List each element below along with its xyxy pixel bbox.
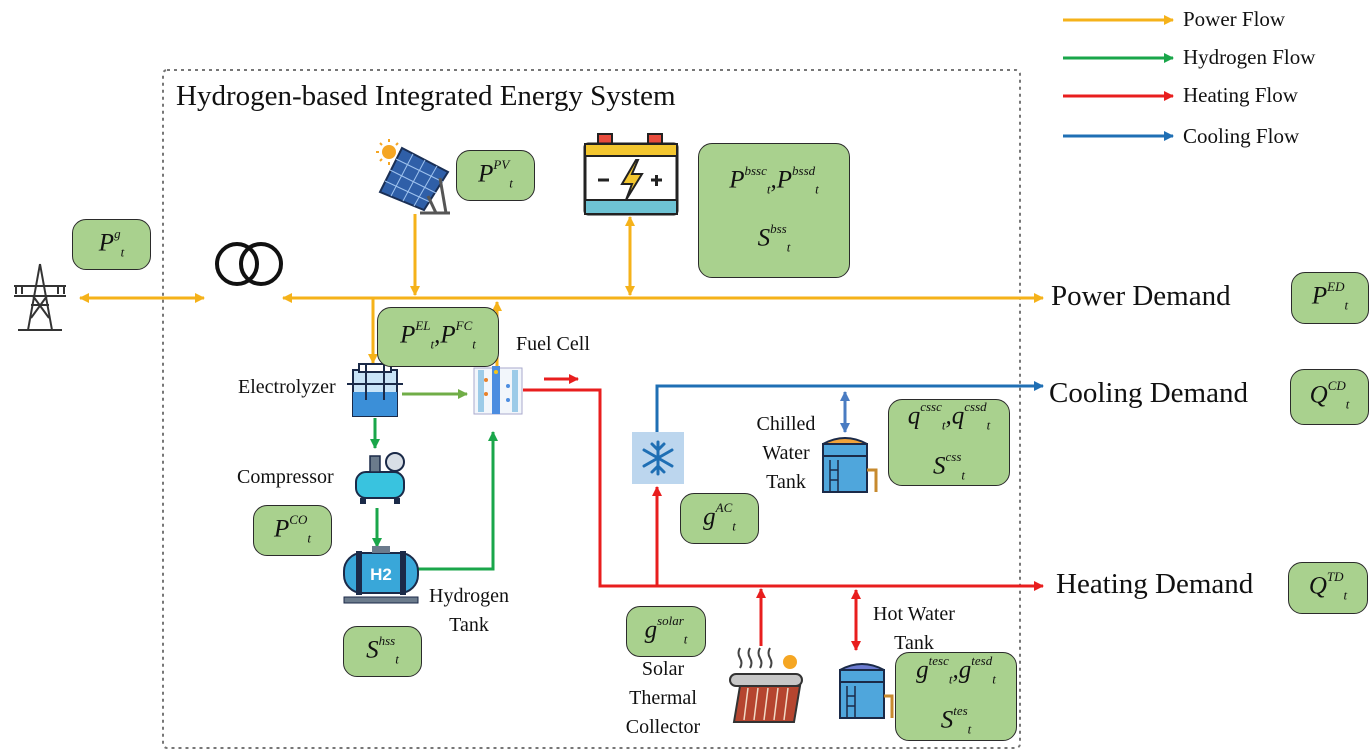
power-demand-label: Power Demand	[1051, 280, 1231, 312]
hydrogen-flow-lines	[370, 389, 498, 571]
heating-demand-symbol: QTDt	[1308, 569, 1348, 603]
solar-thermal-collector-icon	[729, 647, 803, 723]
legend-cooling-label: Cooling Flow	[1183, 124, 1300, 148]
grid-power-symbol: Pgt	[98, 225, 125, 260]
compressor-power-box: PCOt	[253, 505, 332, 556]
hot-water-tank-icon	[839, 663, 894, 719]
cooling-demand-label: Cooling Demand	[1049, 377, 1248, 409]
heating-demand-label: Heating Demand	[1056, 568, 1254, 600]
thermal-storage-box: gtesct,gtesdt Stest	[895, 652, 1017, 741]
solar-thermal-box: gsolart	[626, 606, 706, 657]
chilled-water-tank-icon	[822, 437, 878, 493]
system-boundary	[162, 69, 1021, 749]
cold-storage-box: qcssct,qcssdt Scsst	[888, 399, 1010, 486]
power-demand-symbol: PEDt	[1311, 279, 1349, 313]
thermal-storage-soc-symbol: Stest	[940, 702, 972, 736]
pv-power-box: PPVt	[456, 150, 535, 201]
legend-heating-label: Heating Flow	[1183, 83, 1298, 107]
solar-thermal-label-line2: Thermal	[629, 687, 697, 709]
tank-to-fuelcell-arrow	[418, 431, 498, 571]
cold-storage-charge-symbol: qcssct,qcssdt	[907, 399, 991, 433]
cooling-main-line	[655, 381, 1044, 432]
chilled-water-tank-label-line2: Water	[762, 442, 810, 464]
cold-storage-soc-symbol: Scsst	[932, 448, 965, 482]
battery-charge-discharge-symbol: Pbssct,Pbssdt	[729, 163, 819, 197]
transformer-icon	[215, 242, 283, 286]
hot-water-tank-label-line1: Hot Water	[873, 603, 955, 625]
solar-panel-icon	[376, 139, 450, 215]
power-grid-tower-icon	[14, 263, 66, 331]
chilled-water-tank-label-line1: Chilled	[756, 413, 816, 435]
battery-icon	[583, 133, 679, 216]
absorption-chiller-box: gACt	[680, 493, 759, 544]
cooling-flow-lines	[655, 381, 1044, 433]
hydrogen-tank-label-line1: Hydrogen	[429, 585, 509, 607]
legend-power-label: Power Flow	[1183, 7, 1286, 31]
legend-arrows	[1063, 15, 1174, 141]
solar-thermal-collector-label: Solar Thermal Collector	[612, 655, 714, 742]
heating-main-line	[523, 388, 1044, 591]
cooling-demand-symbol: QCDt	[1309, 378, 1350, 412]
grid-power-box: Pgt	[72, 219, 151, 270]
absorption-chiller-symbol: gACt	[703, 499, 736, 534]
compressor-power-symbol: PCOt	[274, 511, 311, 546]
cooling-demand-box: QCDt	[1290, 369, 1369, 425]
solar-thermal-symbol: gsolart	[644, 612, 688, 647]
hydrogen-tank-label: Hydrogen Tank	[420, 582, 518, 640]
absorption-chiller-icon	[632, 432, 684, 484]
heating-demand-box: QTDt	[1288, 562, 1368, 614]
solar-thermal-label-line3: Collector	[625, 716, 701, 738]
hydrogen-storage-box: Shsst	[343, 626, 422, 677]
solar-thermal-label-line1: Solar	[641, 658, 685, 680]
fuel-cell-label: Fuel Cell	[516, 333, 590, 355]
chilled-water-tank-label-line3: Tank	[766, 471, 806, 493]
chilled-water-tank-label: Chilled Water Tank	[744, 410, 828, 497]
electrolyzer-label: Electrolyzer	[238, 376, 336, 398]
electrolyzer-icon	[347, 363, 403, 417]
hydrogen-tank-label-line2: Tank	[449, 614, 489, 636]
hot-water-tank-label-line2: Tank	[894, 632, 934, 654]
hot-water-tank-label: Hot Water Tank	[862, 600, 966, 658]
hydrogen-tank-icon: H2	[343, 546, 419, 604]
el-fc-power-symbol: PELt,PFCt	[400, 318, 476, 352]
heating-flow-lines	[523, 374, 1044, 651]
el-fc-power-box: PELt,PFCt	[377, 307, 499, 367]
battery-storage-box: Pbssct,Pbssdt Sbsst	[698, 143, 850, 278]
power-demand-box: PEDt	[1291, 272, 1369, 324]
system-title: Hydrogen-based Integrated Energy System	[176, 80, 676, 112]
compressor-icon	[355, 452, 405, 504]
hydrogen-storage-symbol: Shsst	[366, 632, 399, 667]
pv-power-symbol: PPVt	[478, 156, 513, 191]
compressor-label: Compressor	[237, 466, 334, 488]
battery-soc-symbol: Sbsst	[757, 220, 791, 254]
fuel-cell-icon	[473, 366, 523, 415]
thermal-storage-charge-symbol: gtesct,gtesdt	[916, 653, 996, 687]
h2-label: H2	[370, 565, 392, 584]
legend-hydrogen-label: Hydrogen Flow	[1183, 45, 1316, 69]
